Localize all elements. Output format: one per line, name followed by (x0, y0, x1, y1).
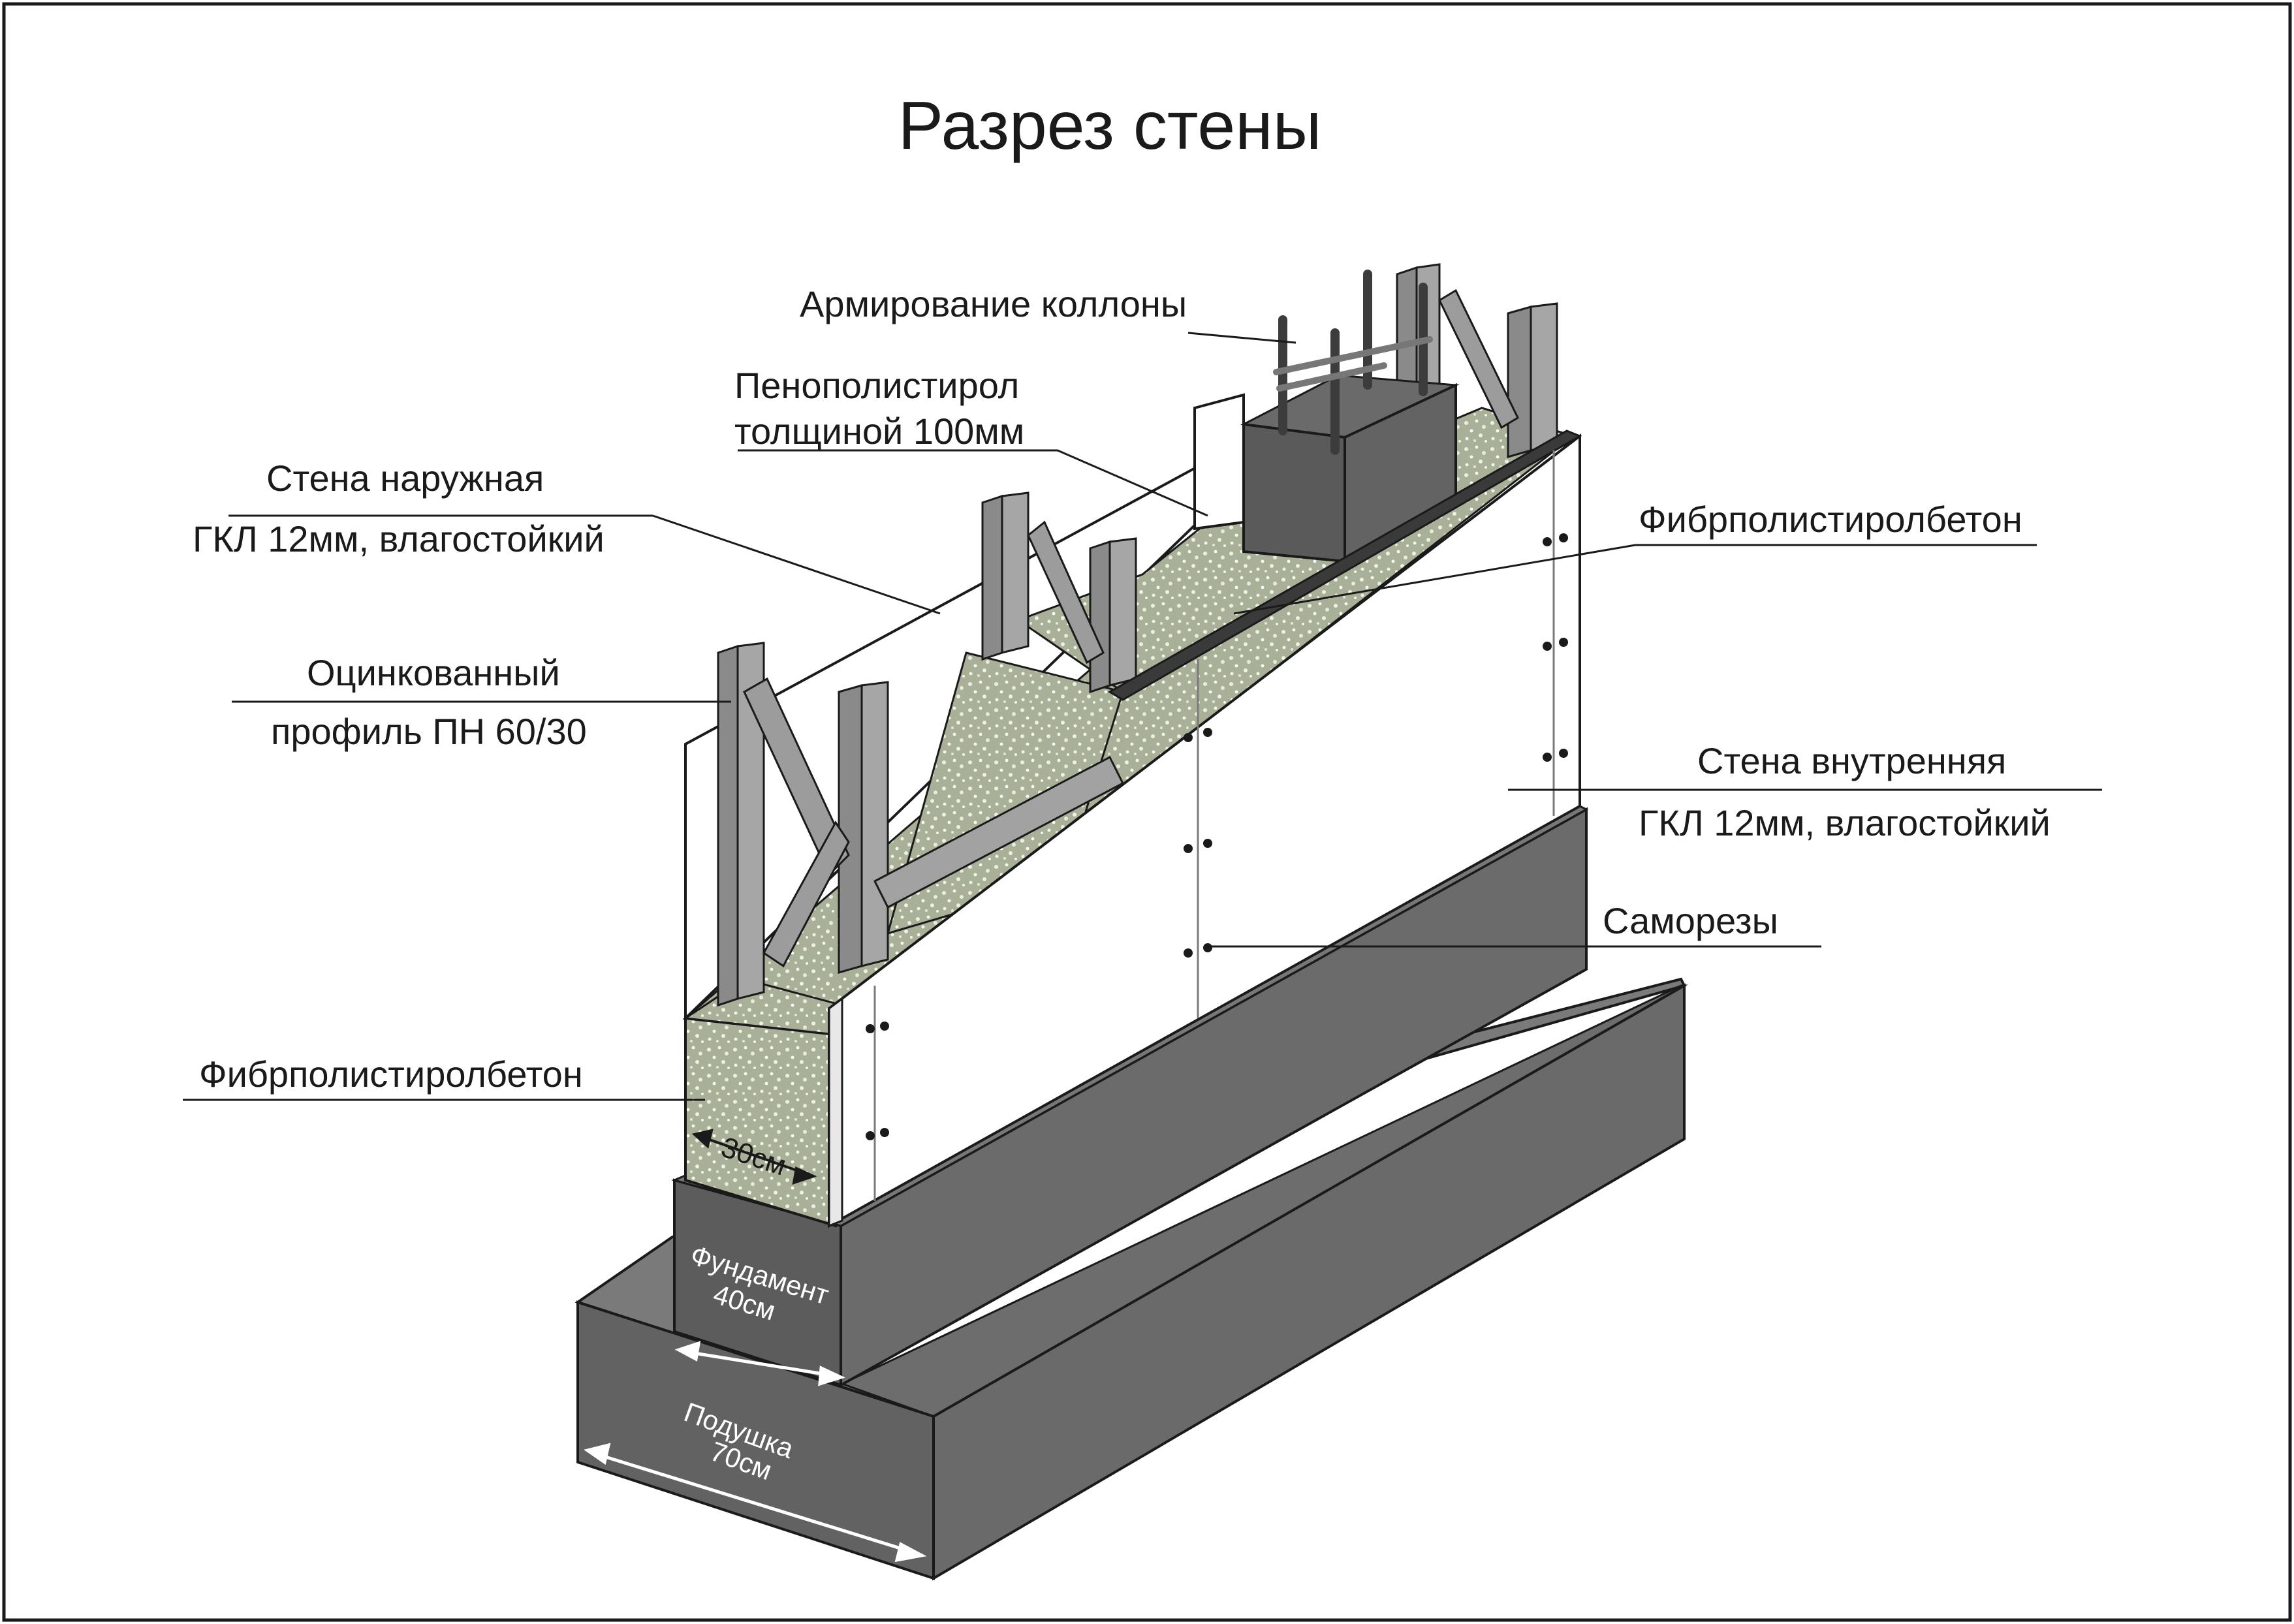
profile-mid-post-2 (1089, 540, 1111, 694)
screws-group (866, 533, 1568, 1140)
callout-labels: Армирование коллоны Пенополистирол толщи… (193, 283, 2050, 1486)
profile-mid-post-1 (981, 494, 1003, 661)
label-inner-wall-1: Стена внутренняя (1697, 740, 2006, 781)
label-eps-1: Пенополистирол (734, 365, 1019, 406)
leader-eps (738, 449, 1208, 517)
profile-left-brace-2 (762, 820, 850, 968)
profile-right-post-2 (1507, 305, 1532, 458)
eps-insulation-block (1193, 393, 1245, 531)
profile-left-post-1 (717, 644, 739, 1007)
profile-right-brace (1438, 289, 1519, 429)
inner-gypsum-board (828, 429, 1582, 1228)
rebar-ties (1273, 336, 1433, 392)
rebar-cage (1278, 270, 1428, 455)
inner-board-edge (828, 997, 843, 1228)
column-front (1242, 422, 1346, 563)
label-screws: Саморезы (1603, 900, 1778, 941)
diagram-title: Разрез стены (898, 88, 1322, 164)
label-eps-2: толщиной 100мм (734, 411, 1024, 452)
label-reinforcement: Армирование коллоны (800, 283, 1187, 324)
label-fiber-left: Фибрполистиролбетон (199, 1054, 583, 1095)
profile-left-post-2-face (860, 681, 889, 967)
profile-mid-brace (1027, 520, 1105, 664)
label-outer-wall-2: ГКЛ 12мм, влагостойкий (193, 518, 605, 559)
profile-left-brace (743, 677, 850, 877)
profile-left-post-2 (838, 684, 863, 974)
profile-left-post-1-face (736, 642, 765, 1000)
leader-fiber-top (1233, 544, 2037, 615)
label-outer-wall-1: Стена наружная (266, 458, 544, 499)
concrete-column (1193, 270, 1460, 564)
label-inner-wall-2: ГКЛ 12мм, влагостойкий (1639, 802, 2050, 843)
top-cap-strip (1108, 429, 1582, 701)
label-fiber-top: Фибрполистиролбетон (1639, 499, 2022, 540)
profile-mid-post-2-face (1108, 537, 1137, 687)
leader-reinforcement (1187, 332, 1296, 344)
dimension-arrows (584, 1341, 927, 1563)
label-profile-1: Оцинкованный (307, 652, 560, 693)
profile-mid-post-1-face (1001, 492, 1029, 654)
leader-lines (183, 332, 2102, 1101)
profile-right-post-2-face (1530, 302, 1558, 452)
cushion-side-face (932, 983, 1686, 1581)
label-profile-2: профиль ПН 60/30 (271, 711, 587, 752)
leader-outer-wall (652, 514, 941, 615)
dimension-30-arrow (691, 1129, 817, 1185)
cushion-block (574, 977, 1688, 1581)
